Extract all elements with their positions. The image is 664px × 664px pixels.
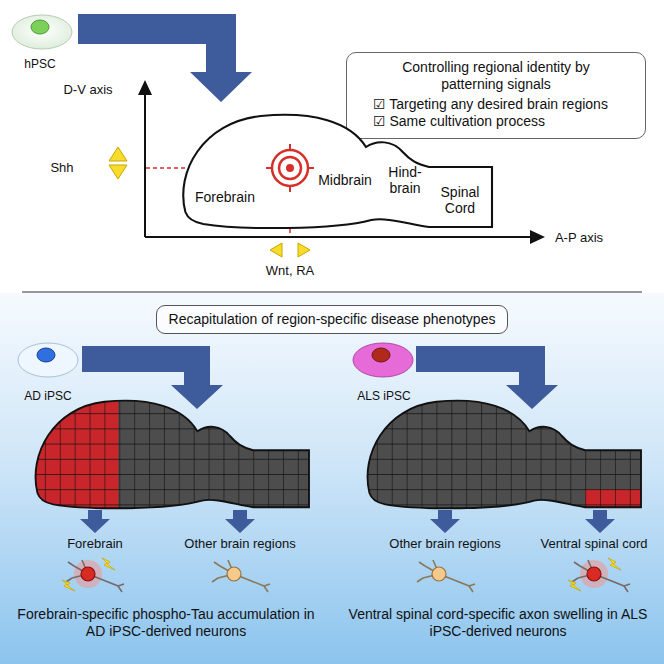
divider xyxy=(22,291,642,292)
target-marker xyxy=(266,144,314,192)
ad-cell-part xyxy=(37,348,55,362)
axis-label: D-V axis xyxy=(63,82,112,98)
ad-grid-brain-part-part xyxy=(25,393,313,512)
healthy-neuron xyxy=(212,560,270,592)
ad-grid-brain-part xyxy=(25,393,313,512)
check-item: ☑ Same cultivation process xyxy=(359,113,633,131)
axes-part xyxy=(145,236,532,238)
ad-grid-brain xyxy=(25,393,313,512)
cell-label: hPSC xyxy=(24,57,55,71)
als-grid-brain-part-part xyxy=(357,393,645,512)
down-arrows xyxy=(80,510,615,533)
als-grid-brain-part xyxy=(357,393,645,512)
als-cell-part xyxy=(372,348,390,362)
shh-triangles xyxy=(109,147,127,179)
shh-triangles-part xyxy=(109,147,127,161)
heading-box: Recapitulation of region-specific diseas… xyxy=(156,305,509,334)
down-arrows-part xyxy=(430,510,460,533)
brain-outline: Forebrain Midbrain Hind- brainSpinal Cord xyxy=(175,110,497,234)
als-grid-brain xyxy=(357,393,645,512)
damaged-neuron xyxy=(568,558,630,592)
cell-label: ALS iPSC xyxy=(357,389,410,403)
target-ring xyxy=(286,164,294,172)
region-label: Ventral spinal cord xyxy=(541,536,648,552)
target-ring xyxy=(272,150,308,186)
signal-label: Wnt, RA xyxy=(266,263,314,279)
down-arrows-part xyxy=(80,510,110,533)
als-grid-brain-part xyxy=(368,401,641,509)
ad-grid-brain-part xyxy=(36,401,309,509)
ad-arrow xyxy=(82,346,223,409)
region-name: Hind- brain xyxy=(383,164,427,196)
wnt-triangles-part xyxy=(270,243,282,257)
ad-cell-part xyxy=(18,343,78,377)
axes-part xyxy=(138,80,152,95)
box-heading: Controlling regional identity by pattern… xyxy=(394,59,599,93)
hpsc-cell-part xyxy=(31,20,49,34)
wnt-triangles xyxy=(270,243,310,257)
target-tick xyxy=(266,144,314,192)
region-name: Spinal Cord xyxy=(434,184,486,216)
brain-path xyxy=(183,115,492,228)
region-label: Other brain regions xyxy=(184,536,295,552)
wnt-triangles-part xyxy=(298,243,310,257)
region-name: Midbrain xyxy=(318,172,372,188)
target-ring xyxy=(279,157,301,179)
down-arrows-part xyxy=(585,510,615,533)
axes-part xyxy=(144,92,146,237)
damaged-neuron xyxy=(62,558,124,592)
signal-label: Shh xyxy=(50,160,73,176)
check-item: ☑ Targeting any desired brain regions xyxy=(359,96,633,114)
heading-text: Recapitulation of region-specific diseas… xyxy=(169,311,496,328)
result-text: Forebrain-specific phospho-Tau accumulat… xyxy=(16,606,316,640)
cell-label: AD iPSC xyxy=(24,389,71,403)
region-label: Other brain regions xyxy=(389,536,500,552)
als-arrow xyxy=(416,346,558,409)
als-grid-brain-part-part xyxy=(357,393,645,512)
down-arrows-part xyxy=(225,510,255,533)
info-box: Controlling regional identity by pattern… xyxy=(346,52,646,139)
axis-label: A-P axis xyxy=(555,230,603,246)
axes-part xyxy=(530,230,545,244)
healthy-neuron xyxy=(417,560,475,592)
als-cell xyxy=(353,343,413,377)
hpsc-cell xyxy=(12,15,72,49)
result-text: Ventral spinal cord-specific axon swelli… xyxy=(348,606,648,640)
ad-grid-brain-part-part xyxy=(25,393,313,512)
als-cell-part xyxy=(353,343,413,377)
region-name: Forebrain xyxy=(195,189,255,205)
ad-cell xyxy=(18,343,78,377)
hpsc-cell-part xyxy=(12,15,72,49)
region-label: Forebrain xyxy=(67,536,123,552)
shh-triangles-part xyxy=(109,165,127,179)
